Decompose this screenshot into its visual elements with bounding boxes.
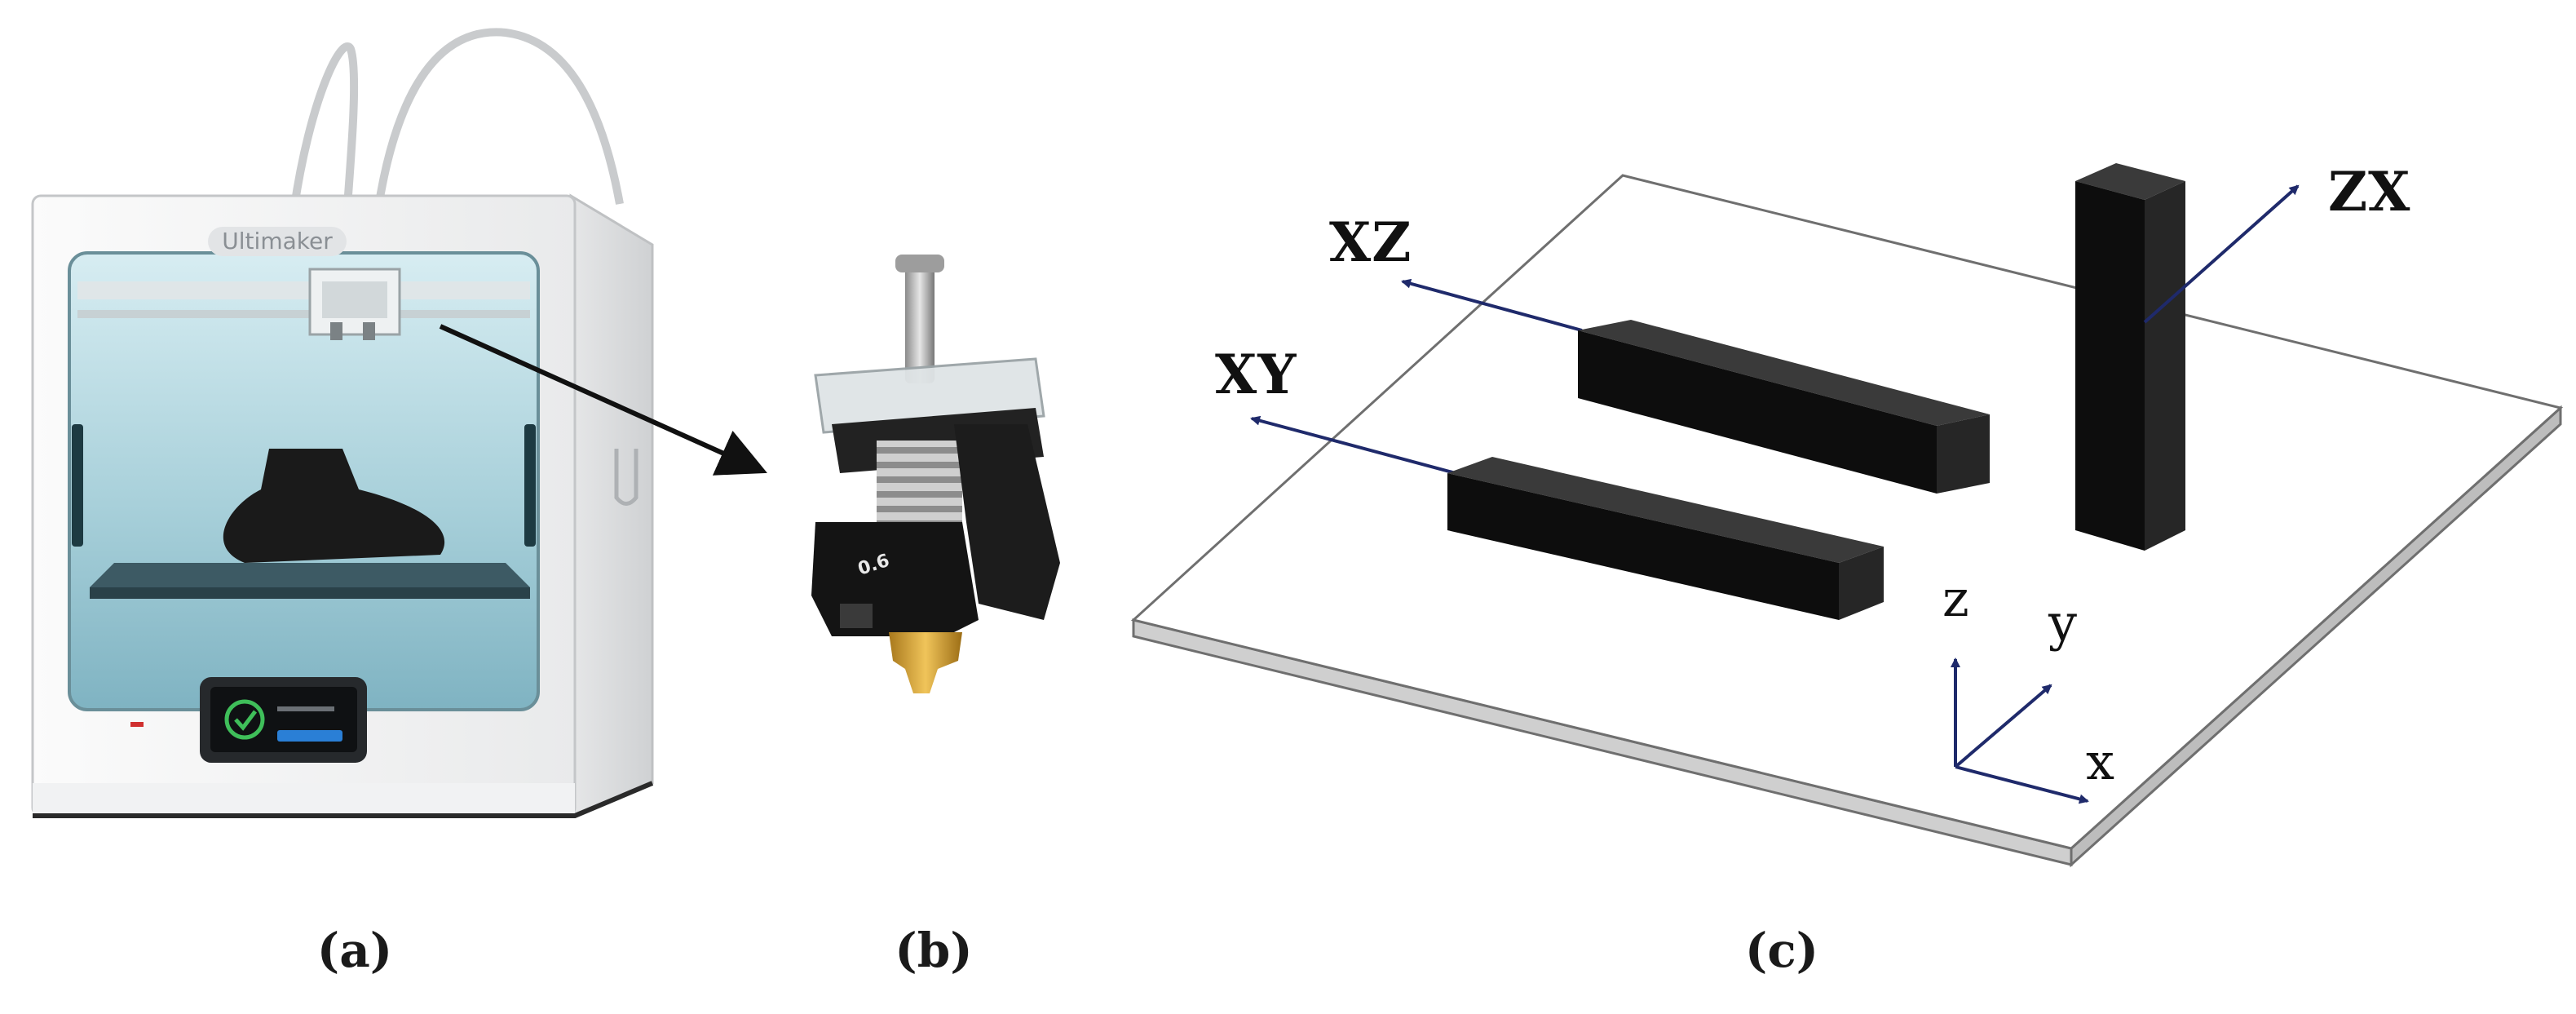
panel-a-printer: Ultimaker [31, 28, 767, 818]
caption-b: (b) [895, 923, 972, 978]
panel-c-orientations: XZ XY ZX z y x [1130, 160, 2564, 868]
xz-axis-line [1401, 278, 1583, 332]
filament-tube-left [289, 42, 359, 270]
nozzle-screw [905, 261, 935, 383]
zx-axis-line [2143, 184, 2300, 324]
print-head [308, 268, 401, 340]
head-to-nozzle-arrow [439, 324, 767, 476]
z-axis-label: z [1942, 569, 1969, 628]
gantry-rail-top [77, 310, 530, 318]
gantry-rail [77, 281, 530, 299]
xy-axis-line [1250, 415, 1456, 475]
orientation-label-xy: XY [1215, 343, 1297, 406]
x-axis [1955, 765, 2089, 804]
orientation-label-xz: XZ [1329, 210, 1412, 274]
touch-screen [200, 677, 367, 763]
xy-specimen [1447, 457, 1884, 620]
x-axis-label: x [2086, 732, 2114, 791]
coordinate-triad: z y x [1942, 569, 2114, 804]
caption-c: (c) [1745, 923, 1818, 978]
printer-side-panel [569, 193, 654, 818]
filament-tube-right [367, 28, 624, 270]
xz-specimen [1578, 320, 1990, 494]
y-axis-label: y [2048, 593, 2077, 653]
zx-specimen [2075, 163, 2185, 551]
build-plate-top [1130, 174, 2564, 850]
nozzle-housing [811, 522, 979, 636]
brass-nozzle-tip [889, 632, 962, 693]
printed-object [223, 449, 445, 563]
panel-b-nozzle: 0.6 [811, 255, 1060, 693]
build-plate [90, 563, 530, 587]
printer-base [33, 783, 575, 816]
check-icon [224, 699, 265, 740]
y-axis [1954, 684, 2052, 768]
caption-a: (a) [317, 923, 392, 978]
printer-brand: Ultimaker [222, 228, 333, 255]
orientation-label-zx: ZX [2328, 160, 2410, 224]
